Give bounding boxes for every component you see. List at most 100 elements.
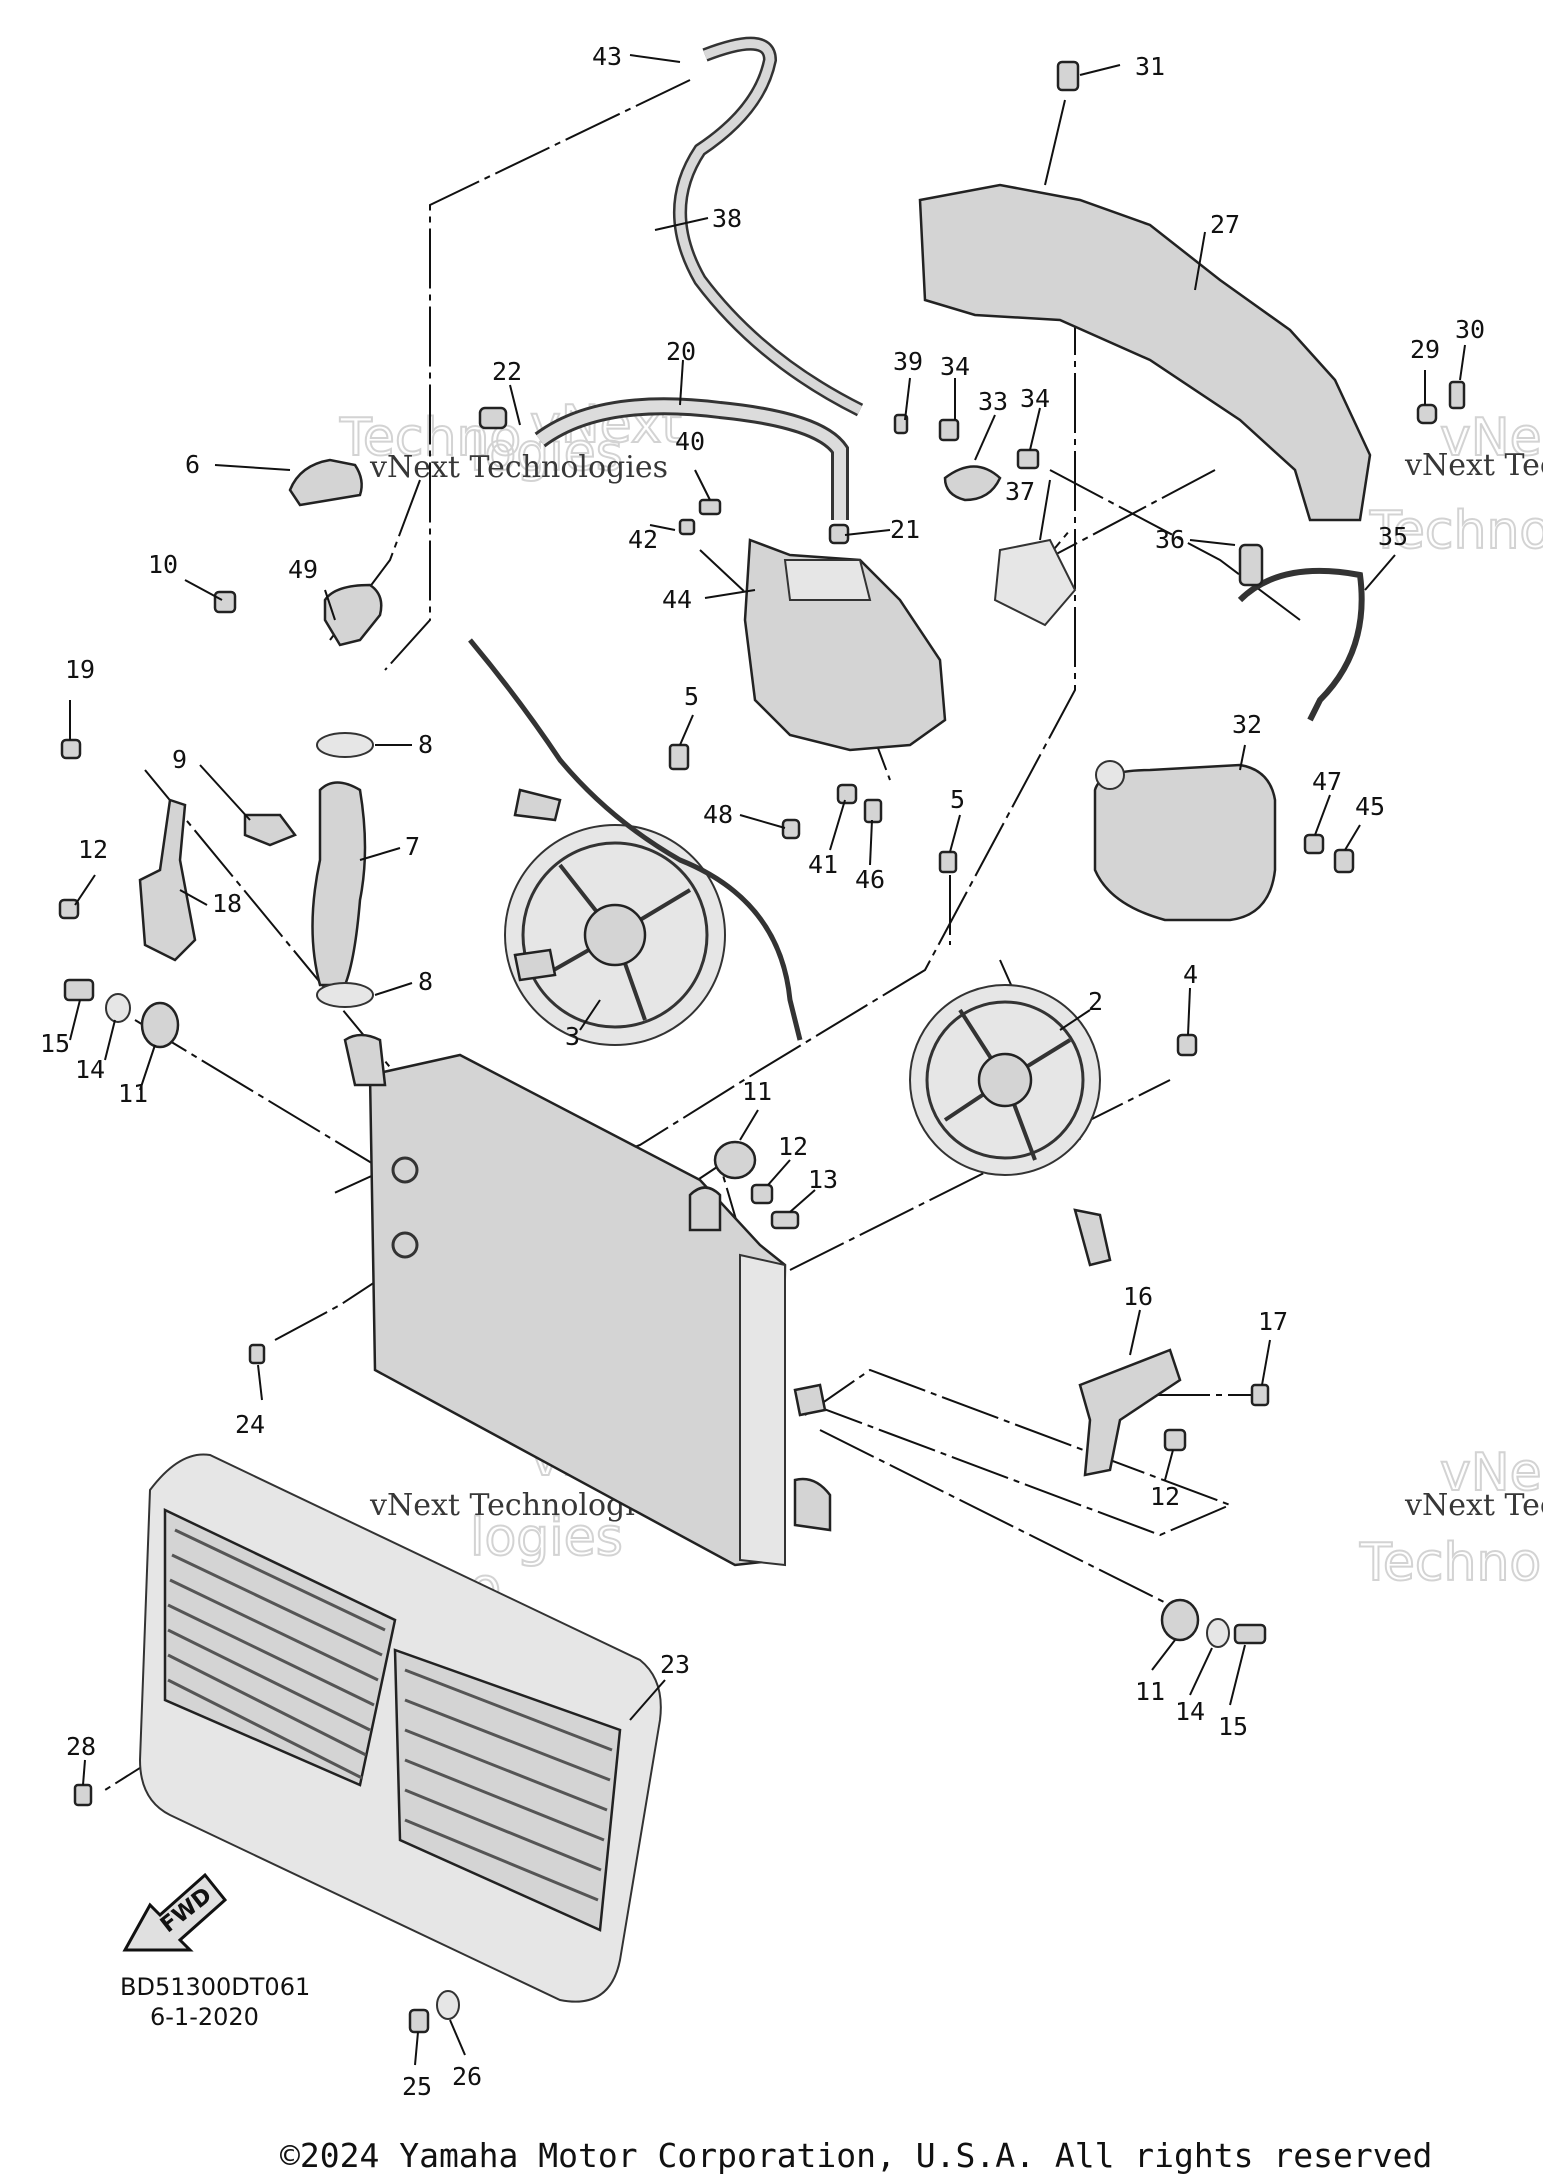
clip-39 [893,413,909,435]
radiator-shroud-23 [138,1453,662,2003]
svg-text:vNext Technologies: vNext Technologies [1404,1488,1543,1523]
bolt-25 [408,2008,430,2034]
callout-26: 26 [452,2062,482,2091]
callout-27: 27 [1210,210,1240,239]
collar-42 [678,518,696,536]
callout-19: 19 [65,655,95,684]
washer-14a [105,993,131,1023]
fan-motor-2 [909,984,1112,1267]
diagram-code: BD51300DT061 [120,1973,310,2001]
bolt-17 [1250,1383,1270,1407]
callout-29: 29 [1410,335,1440,364]
svg-text:vNext Technologies: vNext Technologies [369,450,668,485]
clamp-8a [316,732,374,758]
callout-48: 48 [703,800,733,829]
callout-38: 38 [712,204,742,233]
svg-text:logies: logies [470,1508,623,1568]
callout-4: 4 [1183,960,1198,989]
callout-46: 46 [855,865,885,894]
washer-14b [1206,1618,1230,1648]
copyright-notice: ©2024 Yamaha Motor Corporation, U.S.A. A… [280,2136,1433,2175]
clamp-9 [243,813,297,847]
bolt-19 [60,738,82,760]
callout-12a: 12 [78,835,108,864]
callout-22: 22 [492,357,522,386]
bolt-45 [1333,848,1355,874]
collar-48 [781,818,801,840]
callout-15a: 15 [40,1029,70,1058]
screw-30 [1448,380,1466,410]
collar-12c [1163,1428,1187,1452]
callout-23: 23 [660,1650,690,1679]
callout-14b: 14 [1175,1697,1205,1726]
callout-44: 44 [662,585,692,614]
callout-32: 32 [1232,710,1262,739]
callout-10: 10 [148,550,178,579]
fan-motor-3 [468,638,803,1046]
svg-text:vNe: vNe [1440,1443,1542,1503]
bolt-4 [1176,1033,1198,1057]
collar-26 [436,1990,460,2020]
bolt-31 [1056,60,1080,92]
collar-12b [750,1183,774,1205]
radiator-hose-7 [311,781,367,987]
grommet-11c [1160,1598,1200,1642]
hose-34a [938,418,960,442]
callout-21: 21 [890,515,920,544]
callout-41: 41 [808,850,838,879]
callout-18: 18 [212,889,242,918]
bolt-24 [248,1343,266,1365]
callout-40: 40 [675,427,705,456]
callout-45: 45 [1355,792,1385,821]
radiator-cap-6 [288,458,363,507]
callout-34a: 34 [940,352,970,381]
callout-13: 13 [808,1165,838,1194]
callout-35: 35 [1378,522,1408,551]
clip-5b [938,850,958,874]
callout-17: 17 [1258,1307,1288,1336]
svg-text:Techno: Techno [1369,501,1543,561]
hose-34b [1016,448,1040,470]
bolt-47 [1303,833,1325,855]
clamp-22 [478,406,508,430]
callout-12b: 12 [778,1132,808,1161]
callout-39: 39 [893,347,923,376]
diagram-date: 6-1-2020 [150,2003,259,2031]
bolt-10 [213,590,237,614]
cap-33 [943,465,1002,502]
callout-49: 49 [288,555,318,584]
bolt-15a [63,978,95,1002]
callout-16: 16 [1123,1282,1153,1311]
callout-2: 2 [1088,987,1103,1016]
svg-text:vNe: vNe [1440,408,1542,468]
callout-11c: 11 [1135,1677,1165,1706]
bolt-40 [698,498,722,516]
watermark-right-top: Techno vNe vNext Technologies [1368,407,1543,562]
callout-30: 30 [1455,315,1485,344]
callout-12c: 12 [1150,1482,1180,1511]
callout-20: 20 [666,337,696,366]
bracket-18 [138,798,197,962]
callout-15b: 15 [1218,1712,1248,1741]
bolt-12a [58,898,80,920]
bolt-29 [1416,403,1438,425]
callout-6: 6 [185,450,200,479]
callout-11b: 11 [742,1077,772,1106]
callout-47: 47 [1312,767,1342,796]
coolant-reservoir-32 [1093,763,1277,922]
callout-33: 33 [978,387,1008,416]
callout-3: 3 [565,1022,580,1051]
clip-5a [668,743,690,771]
grommet-11b [713,1140,757,1180]
radiator [343,1033,832,1567]
svg-text:vNext Technologies: vNext Technologies [1404,448,1543,483]
hose-35 [1237,567,1365,722]
callout-7: 7 [405,832,420,861]
bolt-15b [1233,1623,1267,1645]
callout-31: 31 [1135,52,1165,81]
grommet-11a [140,1001,180,1049]
bolt-46 [863,798,883,824]
bracket-16 [1078,1348,1182,1477]
leader-lines [69,54,1466,2066]
callout-24: 24 [235,1410,265,1439]
